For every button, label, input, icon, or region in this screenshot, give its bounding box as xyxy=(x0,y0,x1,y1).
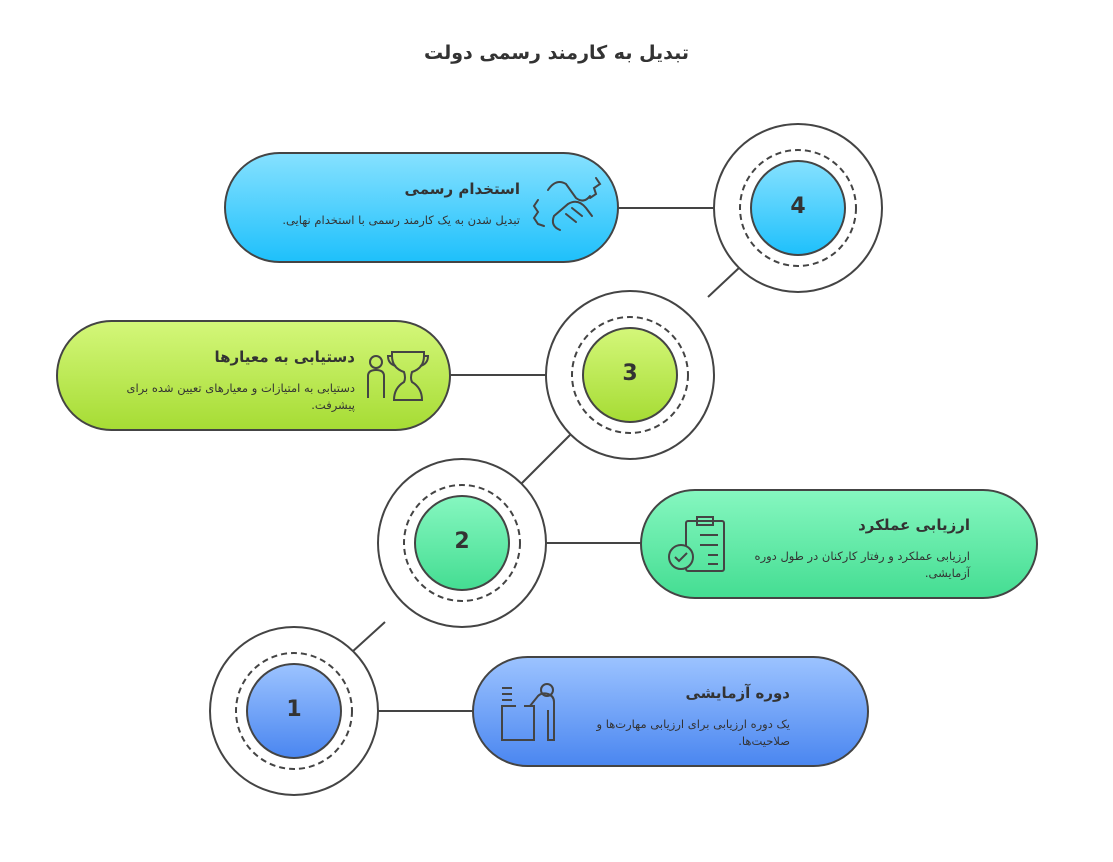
step-1-circle xyxy=(209,626,379,796)
desk-worker-icon xyxy=(501,683,555,741)
step-2-circle xyxy=(377,458,547,628)
step-title: دوره آزمایشی xyxy=(685,684,790,702)
step-number: 3 xyxy=(622,361,638,386)
step-title: استخدام رسمی xyxy=(404,180,520,198)
step-3-text: دستیابی به معیارها دستیابی به امتیازات و… xyxy=(110,348,355,414)
step-title: دستیابی به معیارها xyxy=(214,348,356,366)
step-description: تبدیل شدن به یک کارمند رسمی با استخدام ن… xyxy=(282,213,520,227)
step-4-text: استخدام رسمی تبدیل شدن به یک کارمند رسمی… xyxy=(270,180,520,229)
step-4-circle xyxy=(713,123,883,293)
step-description: یک دوره ارزیابی برای ارزیابی مهارت‌ها و … xyxy=(596,717,790,748)
clipboard-check-icon xyxy=(668,516,725,572)
page-title: تبدیل به کارمند رسمی دولت xyxy=(423,42,690,64)
step-number: 4 xyxy=(790,194,806,219)
step-3-card xyxy=(56,320,451,431)
step-description: ارزیابی عملکرد و رفتار کارکنان در طول دو… xyxy=(754,549,970,580)
connector xyxy=(519,434,571,486)
step-title: ارزیابی عملکرد xyxy=(858,516,970,534)
step-1-card xyxy=(472,656,869,767)
step-2-text: ارزیابی عملکرد ارزیابی عملکرد و رفتار کا… xyxy=(738,516,970,582)
step-number: 1 xyxy=(286,697,302,722)
connector xyxy=(351,621,386,653)
step-4-card xyxy=(224,152,619,263)
handshake-icon xyxy=(532,177,602,231)
step-3-circle xyxy=(545,290,715,460)
step-2-card xyxy=(640,489,1038,599)
person-trophy-icon xyxy=(367,351,430,401)
step-1-text: دوره آزمایشی یک دوره ارزیابی برای ارزیاب… xyxy=(570,684,790,750)
connector xyxy=(707,266,741,298)
step-description: دستیابی به امتیازات و معیارهای تعیین شده… xyxy=(126,381,355,412)
step-number: 2 xyxy=(454,529,470,554)
